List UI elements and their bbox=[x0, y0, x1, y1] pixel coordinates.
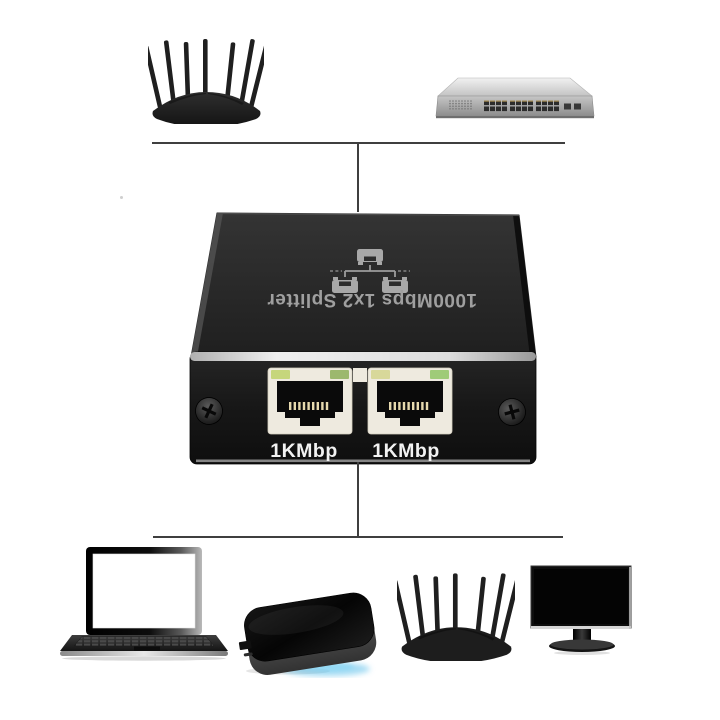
port1-led-right bbox=[330, 370, 349, 379]
splitter-top-edge-highlight bbox=[217, 212, 520, 217]
tv-box-slot bbox=[243, 652, 253, 657]
port1-pins bbox=[289, 402, 329, 410]
port2-led-right bbox=[430, 370, 449, 379]
wifi-router-icon bbox=[148, 39, 264, 124]
port1-led-left bbox=[271, 370, 290, 379]
laptop-screen bbox=[92, 553, 196, 629]
switch-bottom-edge bbox=[436, 116, 594, 119]
port2-pins bbox=[389, 402, 429, 410]
network-switch-icon bbox=[435, 77, 595, 119]
splitter-top-label: 1000Mbps 1x2 Splitter bbox=[267, 289, 477, 310]
router-antennas bbox=[148, 39, 264, 111]
monitor-screen bbox=[534, 569, 628, 624]
laptop-shadow bbox=[62, 656, 226, 661]
connection-line-bottom-horizontal bbox=[153, 536, 563, 538]
switch-led-grid bbox=[449, 100, 472, 110]
splitter-bottom-edge-highlight bbox=[196, 459, 530, 463]
splitter-right-bevel bbox=[513, 215, 536, 357]
laptop-front-lip bbox=[60, 651, 228, 656]
tv-box-top bbox=[244, 592, 375, 662]
rj45-port-1 bbox=[267, 367, 353, 435]
switch-sfp-port bbox=[574, 103, 581, 110]
tv-box-icon bbox=[238, 592, 377, 676]
tv-box-port bbox=[238, 640, 252, 651]
tv-box-gloss bbox=[248, 605, 344, 635]
port1-label: 1KMbp bbox=[270, 440, 338, 462]
connection-line-bottom-vertical bbox=[357, 462, 359, 537]
port2-label: 1KMbp bbox=[372, 440, 440, 462]
wifi-router-icon bbox=[397, 573, 515, 661]
laptop-touchpad bbox=[134, 646, 160, 651]
ethernet-splitter: 1000Mbps 1x2 Splitter bbox=[189, 212, 537, 465]
monitor-right-edge bbox=[629, 567, 631, 629]
monitor-bottom-edge bbox=[531, 626, 631, 629]
port-bezel-center-tab bbox=[353, 368, 367, 382]
screw-left bbox=[195, 397, 223, 425]
splitter-print-icon bbox=[330, 249, 410, 293]
screw-right bbox=[498, 398, 526, 426]
image-artifact-dot bbox=[120, 196, 123, 199]
splitter-top-face bbox=[190, 212, 537, 358]
laptop-keyboard bbox=[73, 636, 215, 647]
router-antennas bbox=[397, 573, 515, 646]
laptop-icon bbox=[60, 547, 228, 661]
monitor-shadow bbox=[554, 651, 610, 655]
monitor-stand-neck bbox=[573, 629, 591, 642]
port2-led-left bbox=[371, 370, 390, 379]
connection-line-top-vertical bbox=[357, 143, 359, 212]
switch-sfp-port bbox=[564, 103, 571, 110]
splitter-front-rim bbox=[190, 352, 536, 361]
splitter-left-bevel bbox=[191, 213, 223, 357]
monitor-stand-base-top bbox=[550, 639, 614, 650]
rj45-port-2 bbox=[367, 367, 453, 435]
switch-top-face bbox=[437, 77, 593, 97]
monitor-icon bbox=[530, 565, 632, 655]
switch-port-banks bbox=[484, 100, 581, 112]
